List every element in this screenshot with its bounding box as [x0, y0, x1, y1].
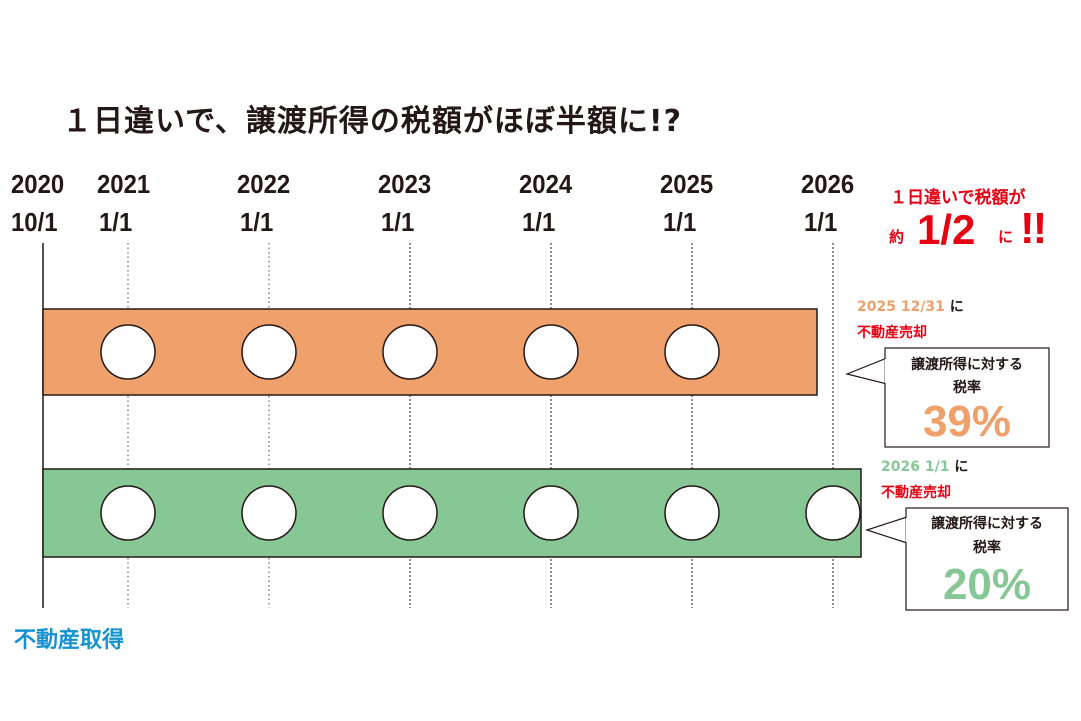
- headline-fraction: 1/2: [917, 206, 976, 253]
- rate-box-2025-sublabel: 税率: [953, 380, 981, 396]
- timeline-date-2026: 1/1: [804, 207, 838, 237]
- headline-prefix: 約: [889, 228, 905, 246]
- year-circles-2026: [100, 485, 861, 541]
- year-circle: [382, 485, 438, 541]
- sale-date-2025-particle: に: [949, 299, 964, 315]
- year-circle: [664, 324, 720, 380]
- timeline-year-2022: 2022: [237, 169, 291, 199]
- timeline-year-2021: 2021: [97, 169, 151, 199]
- rate-box-2026-sublabel: 税率: [973, 540, 1001, 556]
- timeline-date-2020: 10/1: [11, 207, 58, 237]
- sale-date-2026-value: 2026 1/1: [881, 459, 950, 475]
- rate-2025: 39%: [922, 397, 1012, 446]
- rate-box-2026-label: 譲渡所得に対する: [931, 516, 1043, 532]
- sale-action-2025: 不動産売却: [857, 325, 927, 341]
- timeline-year-2023: 2023: [378, 169, 432, 199]
- year-circle: [664, 485, 720, 541]
- timeline-year-2026: 2026: [801, 169, 855, 199]
- callout-pointer-2025: [845, 357, 888, 385]
- acquisition-label: 不動産取得: [14, 628, 125, 653]
- timeline-date-2025: 1/1: [663, 207, 697, 237]
- sale-date-2026: 2026 1/1 に: [881, 456, 968, 476]
- callout-box-2026: [905, 507, 1069, 611]
- sale-date-2025: 2025 12/31 に: [857, 296, 964, 316]
- callout-box-2025: [884, 347, 1050, 448]
- rate-2026: 20%: [942, 560, 1032, 609]
- year-circles-2025: [100, 324, 720, 380]
- sale-action-2026: 不動産売却: [881, 485, 951, 501]
- year-circle: [100, 324, 156, 380]
- timeline-date-2021: 1/1: [99, 207, 133, 237]
- year-circle: [382, 324, 438, 380]
- year-circle: [241, 485, 297, 541]
- sale-date-2025-value: 2025 12/31: [857, 299, 945, 315]
- bar-sold-2026: [42, 468, 862, 558]
- rate-box-2025-label: 譲渡所得に対する: [911, 357, 1023, 373]
- year-circle: [805, 485, 861, 541]
- callout-pointer-2026: [865, 516, 908, 544]
- headline-suffix: に: [998, 228, 1014, 246]
- timeline-year-2024: 2024: [519, 169, 573, 199]
- timeline-date-2022: 1/1: [240, 207, 274, 237]
- timeline-year-2020: 2020: [11, 169, 65, 199]
- year-circle: [523, 485, 579, 541]
- headline-exclaim: !!: [1020, 204, 1047, 253]
- timeline-year-2025: 2025: [660, 169, 714, 199]
- headline-line1: １日違いで税額が: [890, 188, 1026, 208]
- timeline-date-2024: 1/1: [522, 207, 556, 237]
- year-circle: [241, 324, 297, 380]
- page-title: １日違いで、譲渡所得の税額がほぼ半額に!?: [62, 104, 682, 139]
- year-circle: [523, 324, 579, 380]
- timeline-date-2023: 1/1: [381, 207, 415, 237]
- year-circle: [100, 485, 156, 541]
- sale-date-2026-particle: に: [954, 459, 969, 475]
